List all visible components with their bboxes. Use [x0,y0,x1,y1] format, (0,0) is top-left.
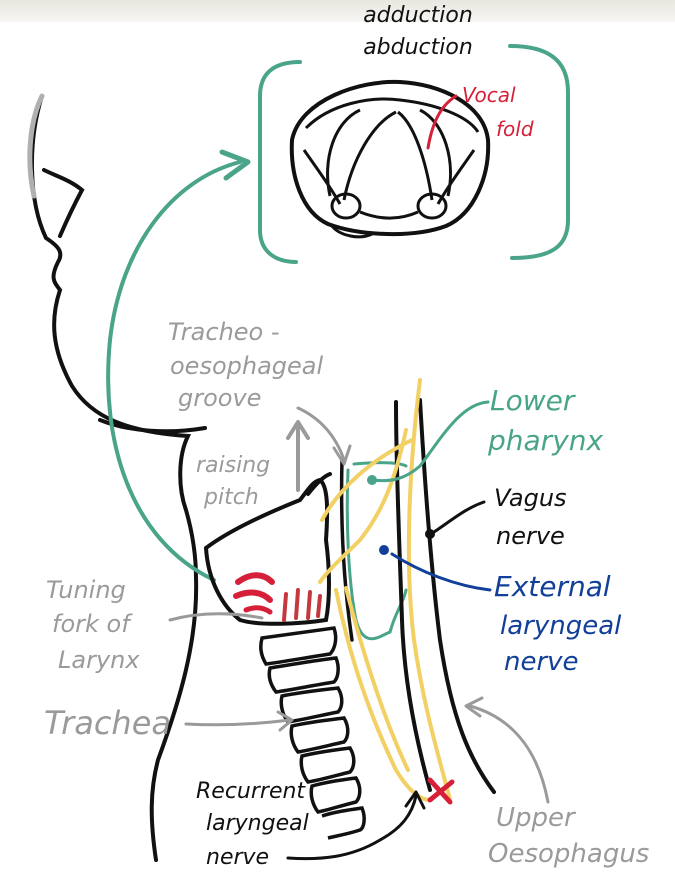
raising-pitch-line-2: pitch [203,485,259,510]
vagus-nerve-line-2: nerve [496,522,565,550]
tuning-fork-label: Tuning fork of Larynx [46,576,140,674]
larynx-red-marks [236,575,320,620]
nerve-lines [320,380,450,800]
nose-outline [44,170,82,236]
external-laryngeal-label: External laryngeal nerve [494,570,622,677]
glottis-illustration [292,82,488,237]
lower-pharynx-label: Lower pharynx [487,384,604,457]
title-line-1: adduction [363,3,473,28]
tuning-fork-line-2: fork of [52,610,133,638]
tracheo-groove-line-1: Tracheo - [168,318,280,346]
vocal-fold-line-1: Vocal [462,83,516,107]
vocal-fold-pointer [428,96,456,148]
vagus-nerve-line-1: Vagus [494,484,567,512]
external-laryngeal-pointer [392,554,490,590]
recurrent-laryngeal-line-3: nerve [206,845,269,870]
recurrent-laryngeal-line-1: Recurrent [196,779,306,804]
vagus-pointer [434,502,484,532]
upper-oesophagus-label: Upper Oesophagus [488,803,649,869]
recurrent-laryngeal-label: Recurrent laryngeal nerve [196,779,309,870]
vocal-fold-line-2: fold [496,117,534,141]
tracheo-groove-line-2: oesophageal [170,352,323,380]
upper-oesophagus-line-1: Upper [496,803,577,833]
vagus-nerve-label: Vagus nerve [494,484,567,550]
tracheo-groove-label: Tracheo - oesophageal groove [168,318,323,412]
lower-pharynx-line-2: pharynx [487,424,604,457]
trachea-line-1: Trachea [44,704,171,742]
title-label: adduction abduction [363,3,473,60]
raising-pitch-label: raising pitch [196,453,270,510]
trachea-pointer [186,720,290,725]
lower-pharynx-pointer [372,402,488,481]
tuning-fork-pointer [170,614,262,620]
tracheo-groove-line-3: groove [178,384,261,412]
external-laryngeal-line-3: nerve [504,647,579,677]
trachea-rings [261,628,364,838]
glottis-bracket-right [510,46,568,258]
upper-oesophagus-line-2: Oesophagus [488,839,649,869]
external-laryngeal-line-1: External [494,570,611,603]
external-laryngeal-line-2: laryngeal [500,611,622,641]
tuning-fork-line-3: Larynx [58,646,140,674]
recurrent-laryngeal-line-2: laryngeal [206,811,309,836]
lower-pharynx-line-1: Lower [490,384,576,417]
lower-pharynx-pointer-dot [367,475,377,485]
tuning-fork-line-1: Tuning [46,576,126,604]
trachea-label: Trachea [44,704,171,742]
head-profile-outline [32,96,196,860]
external-laryngeal-pointer-dot [379,545,389,555]
vagus-pointer-dot [425,529,435,539]
raising-pitch-line-1: raising [196,453,270,478]
title-line-2: abduction [363,35,473,60]
ear-outline [30,96,42,196]
upper-oesophagus-pointer [470,706,548,802]
